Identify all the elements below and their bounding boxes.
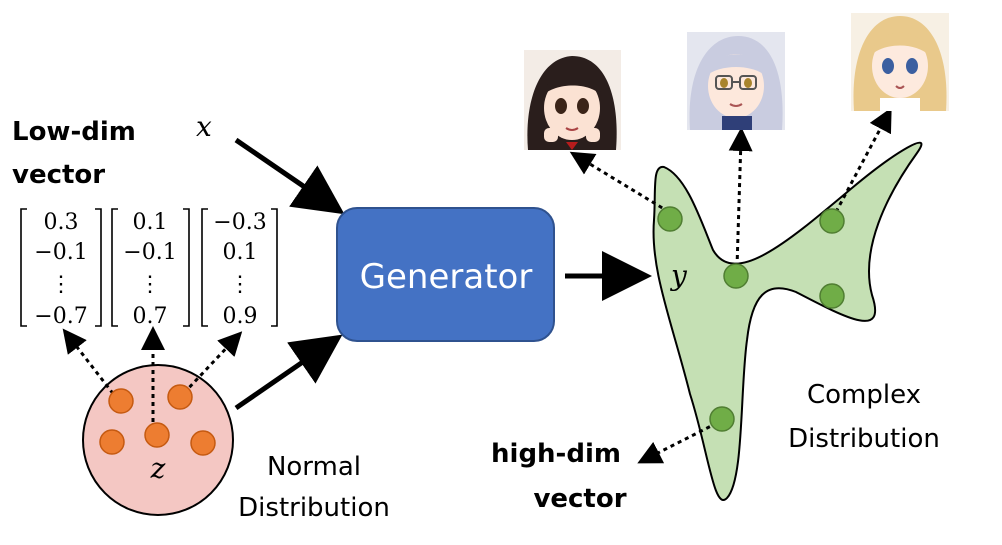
anime-girl-glasses-icon [687,32,785,130]
anime-girl-blonde-icon [851,13,949,111]
vector-2-value-1: 0.1 [133,210,168,235]
output-point [819,208,845,234]
vector-1-value-2: −0.1 [34,240,87,265]
vector-3-value-2: 0.1 [223,240,258,265]
z-to-generator-arrow [234,334,343,411]
output-point [709,406,735,432]
output-arrow-to-high-dim [637,421,718,464]
low-dim-title-line2: vector [12,160,105,190]
sample-point [108,388,134,414]
sample-point [144,422,170,448]
x-symbol: x [196,110,212,143]
vector-1-ellipsis: ⋮ [50,272,72,297]
vector-3-ellipsis: ⋮ [229,272,251,297]
output-point [819,283,845,309]
high-dim-label-line1: high-dim [491,439,621,469]
high-dim-label-line2: vector [533,484,626,514]
vector-2-right-bracket [183,208,190,327]
output-arrow-to-image-3 [834,107,892,213]
sample-point [190,430,216,456]
output-arrow-to-image-1 [569,151,670,214]
vector-2-value-last: 0.7 [133,304,168,329]
complex-label-line2: Distribution [788,424,940,454]
vector-3-left-bracket [201,208,208,327]
generator-box [336,207,555,342]
normal-label-line1: Normal [267,452,361,482]
output-point [657,206,683,232]
vector-3-right-bracket [271,208,278,327]
vector-2-value-2: −0.1 [123,240,176,265]
vector-3-value-1: −0.3 [213,210,266,235]
normal-label-line2: Distribution [238,493,390,523]
output-point [723,263,749,289]
vector-3-value-last: 0.9 [223,304,258,329]
sample-point [99,429,125,455]
vector-2-ellipsis: ⋮ [139,272,161,297]
z-symbol: z [150,452,166,485]
vector-1: 0.3 −0.1 ⋮ −0.7 [20,208,102,329]
vector-2-left-bracket [111,208,118,327]
vector-1-value-1: 0.3 [44,210,79,235]
vector-1-value-last: −0.7 [34,304,87,329]
vector-3: −0.3 0.1 ⋮ 0.9 [201,208,278,329]
output-arrow-to-image-2 [728,127,753,268]
anime-girl-dark-hair-icon [524,50,621,150]
low-dim-title-line1: Low-dim [12,117,136,147]
vector-2: 0.1 −0.1 ⋮ 0.7 [111,208,190,329]
sample-arrow-to-vector-1 [62,328,120,401]
generator-label: Generator [360,257,533,297]
complex-label-line1: Complex [807,380,921,410]
vector-1-left-bracket [20,208,27,327]
vector-1-right-bracket [95,208,102,327]
x-to-generator-arrow [234,137,345,215]
y-symbol: y [669,259,688,292]
sample-point [167,384,193,410]
